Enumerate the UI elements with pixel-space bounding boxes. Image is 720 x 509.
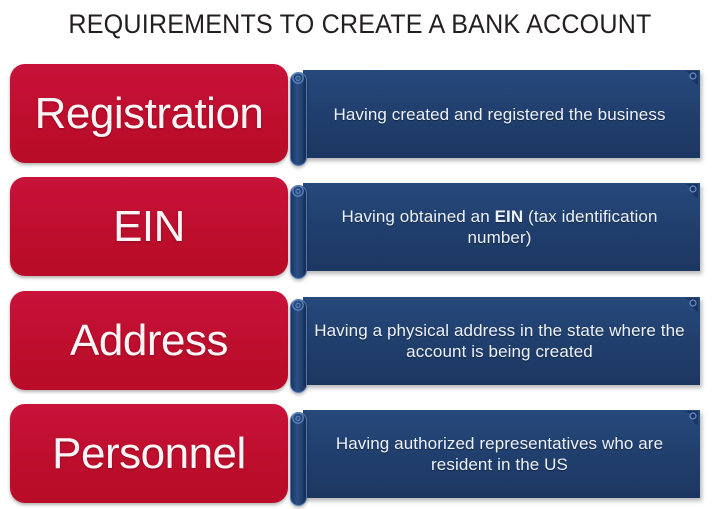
scroll-curl-icon bbox=[291, 184, 305, 198]
description-prefix: Having obtained an bbox=[341, 207, 495, 226]
scroll-sheet: Having created and registered the busine… bbox=[303, 70, 700, 158]
scroll-roll-icon bbox=[290, 185, 307, 279]
requirement-label-chip[interactable]: Personnel bbox=[10, 404, 288, 503]
scroll-curl-icon bbox=[684, 70, 699, 86]
requirement-description-text: Having a physical address in the state w… bbox=[313, 320, 686, 362]
requirement-label-chip[interactable]: Address bbox=[10, 291, 288, 390]
page-title: REQUIREMENTS TO CREATE A BANK ACCOUNT bbox=[68, 9, 652, 39]
description-prefix: Having a physical address in the state w… bbox=[314, 321, 685, 361]
scroll-sheet: Having obtained an EIN (tax identificati… bbox=[303, 183, 700, 271]
requirement-label-chip[interactable]: EIN bbox=[10, 177, 288, 276]
scroll-roll-icon bbox=[290, 412, 307, 506]
description-prefix: Having created and registered the bbox=[333, 104, 593, 124]
scroll-sheet: Having authorized representatives who ar… bbox=[303, 410, 700, 498]
description-suffix: business bbox=[592, 104, 666, 124]
description-prefix: Having authorized representatives who ar… bbox=[335, 434, 664, 474]
requirement-label-text: EIN bbox=[113, 201, 185, 251]
requirement-description-text: Having obtained an EIN (tax identificati… bbox=[313, 206, 686, 248]
scroll-curl-icon bbox=[684, 410, 699, 426]
requirement-label-chip[interactable]: Registration bbox=[10, 64, 288, 163]
requirement-row: Registration Having created and register… bbox=[0, 60, 720, 166]
scroll-sheet: Having a physical address in the state w… bbox=[303, 297, 700, 385]
requirement-description-text: Having created and registered the busine… bbox=[333, 104, 665, 125]
requirement-label-text: Personnel bbox=[52, 428, 246, 478]
requirement-scroll-banner[interactable]: Having obtained an EIN (tax identificati… bbox=[288, 183, 700, 279]
requirement-row: Address Having a physical address in the… bbox=[0, 287, 720, 393]
requirement-scroll-banner[interactable]: Having a physical address in the state w… bbox=[288, 297, 700, 393]
scroll-curl-icon bbox=[684, 183, 699, 199]
requirement-scroll-banner[interactable]: Having authorized representatives who ar… bbox=[288, 410, 700, 506]
scroll-curl-icon bbox=[684, 297, 699, 313]
requirement-label-text: Address bbox=[70, 315, 228, 365]
scroll-curl-icon bbox=[291, 411, 305, 425]
scroll-curl-icon bbox=[291, 71, 305, 85]
requirement-row: EIN Having obtained an EIN (tax identifi… bbox=[0, 173, 720, 279]
description-suffix: (tax identification number) bbox=[467, 207, 658, 247]
scroll-curl-icon bbox=[291, 298, 305, 312]
requirement-scroll-banner[interactable]: Having created and registered the busine… bbox=[288, 70, 700, 166]
scroll-roll-icon bbox=[290, 72, 307, 166]
requirement-description-text: Having authorized representatives who ar… bbox=[313, 433, 686, 475]
description-emphasis: EIN bbox=[494, 207, 524, 226]
requirement-row: Personnel Having authorized representati… bbox=[0, 400, 720, 506]
scroll-roll-icon bbox=[290, 299, 307, 393]
requirement-label-text: Registration bbox=[34, 88, 264, 138]
